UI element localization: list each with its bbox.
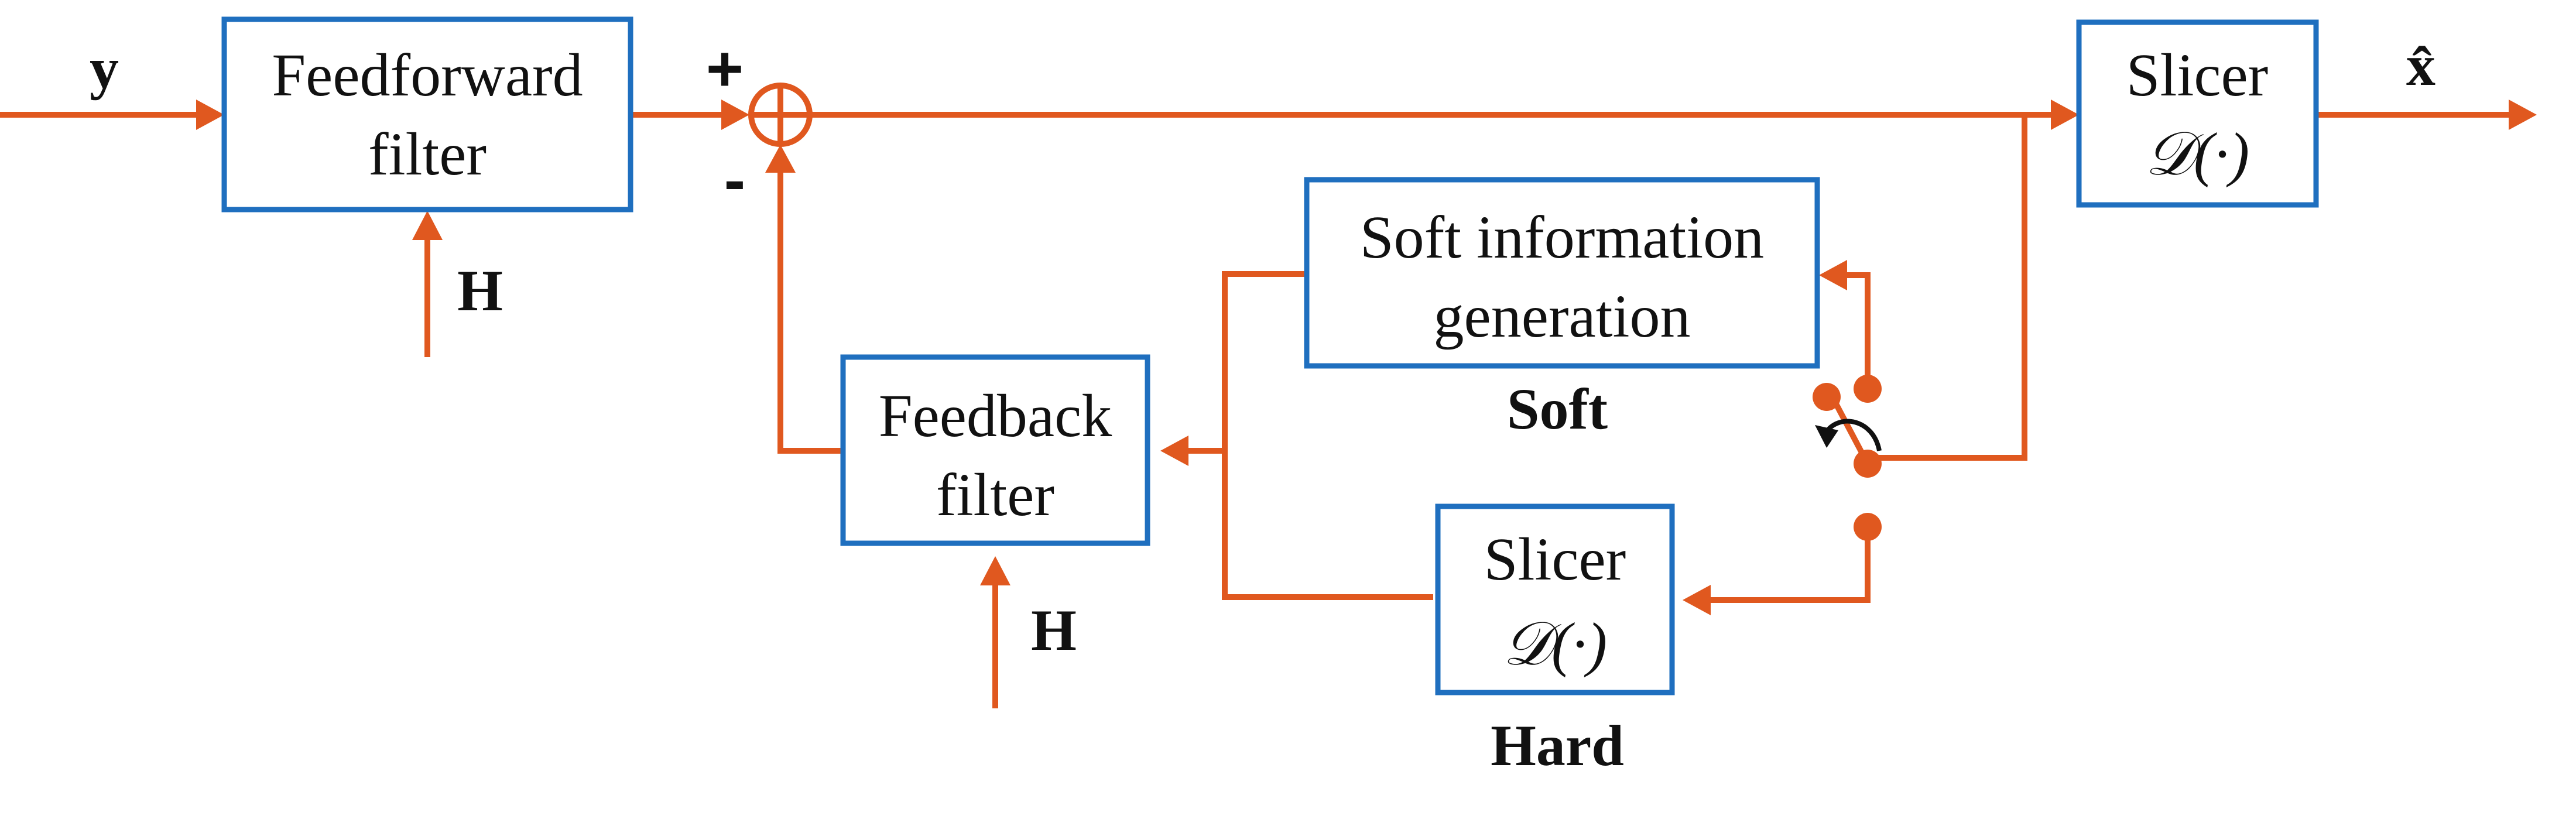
- summing-node-plus-sign: +: [706, 33, 744, 105]
- slicer-main-box: [2076, 19, 2319, 208]
- arrow-feedback-to-sum: [765, 145, 796, 173]
- switch-contact-soft: [1854, 375, 1882, 403]
- wire-feedback-to-sum: [777, 173, 843, 454]
- arrow-into-soft-info: [1819, 260, 1847, 290]
- arrow-into-sum: [721, 100, 749, 130]
- feedback-filter-label-line1: Feedback: [879, 382, 1112, 450]
- wire-soft-to-feedback: [1222, 271, 1433, 600]
- slicer-main-label-line1: Slicer: [2126, 42, 2269, 109]
- summing-node: + -: [706, 33, 813, 216]
- soft-information-box: [1304, 177, 1820, 369]
- arrow-feedforward-h: [412, 211, 443, 240]
- soft-information-label-line2: generation: [1434, 283, 1691, 350]
- wire-tap-to-switch: [1868, 115, 2027, 461]
- feedback-filter-box: [840, 354, 1150, 546]
- slicer-hard-box: [1435, 503, 1675, 695]
- switch-contact-common: [1854, 450, 1882, 478]
- feedforward-filter-label-line2: filter: [368, 121, 487, 188]
- arrow-into-feedback: [1160, 436, 1188, 466]
- switch-contact-pivot-left: [1813, 383, 1841, 411]
- feedforward-filter-label-line1: Feedforward: [272, 42, 583, 109]
- wire-switch-to-soft: [1847, 272, 1871, 389]
- signal-wires: [0, 112, 2509, 708]
- arrow-into-slicer: [2051, 100, 2079, 130]
- feedback-filter-label-line2: filter: [936, 461, 1054, 529]
- slicer-hard-block: Slicer 𝒟(·): [1435, 503, 1675, 695]
- slicer-main-block: Slicer 𝒟(·): [2076, 19, 2319, 208]
- arrowheads: [196, 100, 2537, 615]
- soft-information-label-line1: Soft information: [1360, 204, 1764, 271]
- slicer-hard-label-line1: Slicer: [1484, 526, 1626, 593]
- slicer-main-label-line2: 𝒟(·): [2145, 121, 2249, 188]
- feedforward-filter-block: Feedforward filter: [221, 16, 633, 213]
- feedforward-filter-box: [221, 16, 633, 213]
- input-y-label: y: [90, 36, 119, 101]
- switch-hard-label: Hard: [1491, 713, 1624, 778]
- slicer-hard-label-line2: 𝒟(·): [1503, 611, 1607, 678]
- feedforward-h-label: H: [457, 258, 503, 323]
- summing-node-minus-sign: -: [724, 144, 746, 216]
- switch-rotation-arrowhead-icon: [1815, 425, 1838, 448]
- wire-switch-to-hard: [1711, 527, 1871, 603]
- arrow-output: [2509, 100, 2537, 130]
- switch-rotation-arrow-icon: [1823, 419, 1882, 451]
- switch-soft-label: Soft: [1507, 376, 1608, 441]
- arrow-feedback-h: [980, 556, 1010, 585]
- soft-hard-switch: [1813, 375, 1882, 541]
- output-x-hat-label: x̂: [2406, 33, 2435, 98]
- feedback-filter-block: Feedback filter: [840, 354, 1150, 546]
- feedback-h-label: H: [1031, 598, 1077, 663]
- arrow-into-hard-slicer: [1683, 585, 1711, 615]
- soft-information-block: Soft information generation: [1304, 177, 1820, 369]
- arrow-into-feedforward: [196, 100, 224, 130]
- switch-contact-hard: [1854, 513, 1882, 541]
